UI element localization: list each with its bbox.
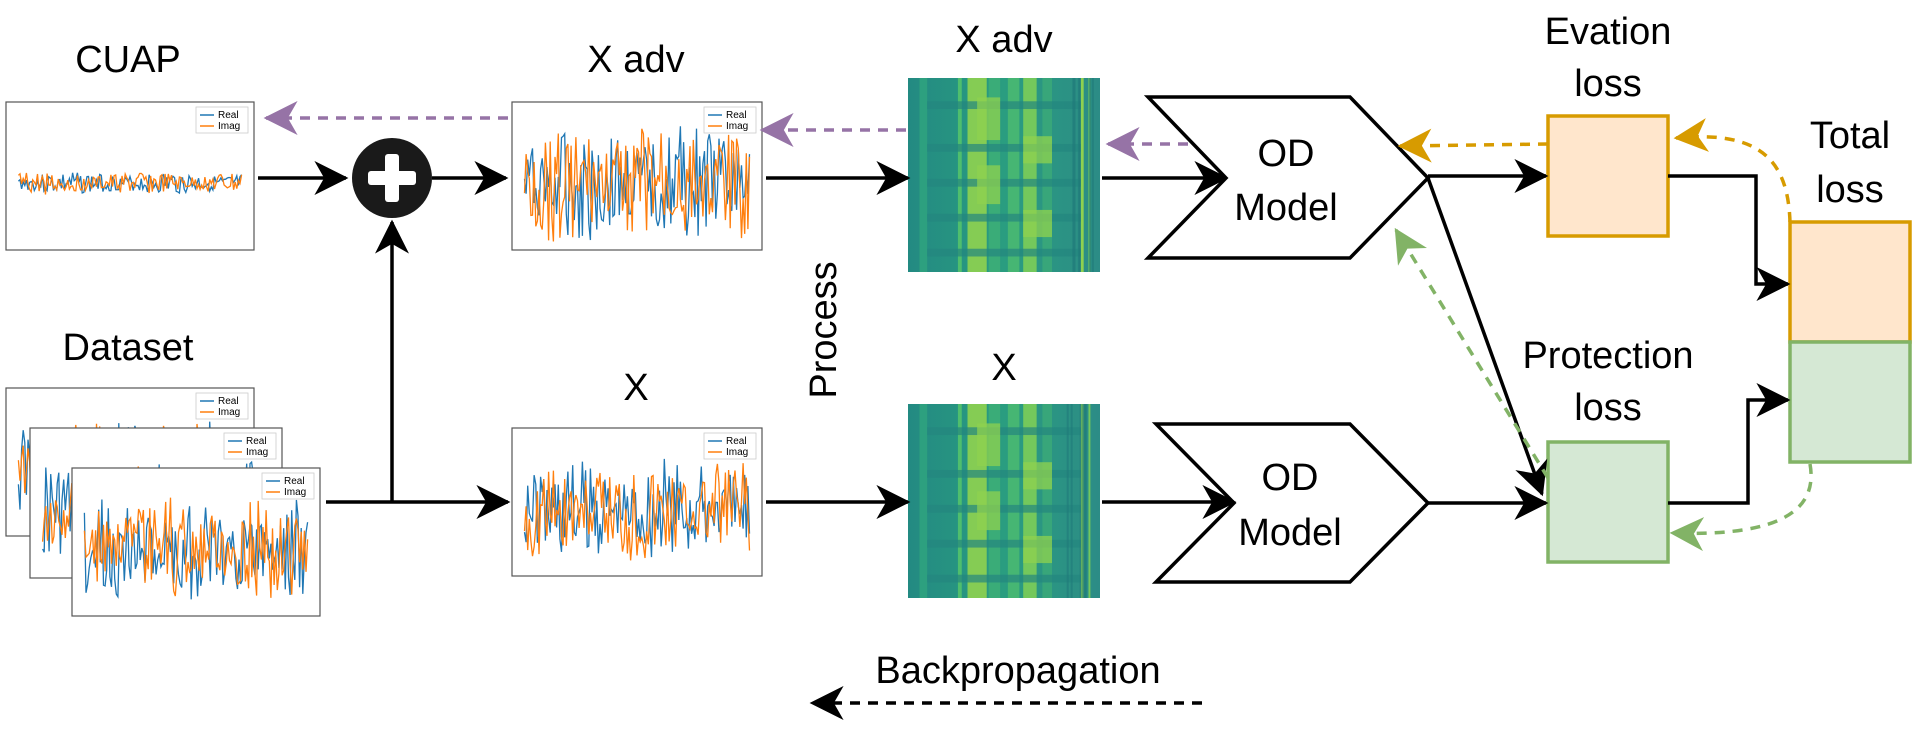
legend-real-label: Real (726, 110, 747, 121)
backprop-evasion-to-od (1397, 128, 1549, 163)
x-signal-label: X (623, 367, 648, 409)
legend-real-label: Real (246, 436, 267, 447)
legend-real-label: Real (218, 396, 239, 407)
total-loss-protection-part (1788, 340, 1912, 464)
x-adv-image-label: X adv (955, 19, 1052, 61)
od-model-bottom: OD Model (1151, 422, 1431, 584)
imag-series-line (523, 463, 751, 561)
evasion-loss-line2: loss (1574, 63, 1642, 105)
imag-series-line (83, 497, 309, 598)
backprop-total-to-protection (1669, 463, 1813, 552)
total-loss-line2: loss (1816, 169, 1884, 211)
arrow-od-top-to-protection (1426, 177, 1548, 497)
od-model-top-line2: Model (1234, 187, 1338, 229)
protection-loss-line1: Protection (1522, 335, 1693, 377)
od-model-top-line1: OD (1258, 133, 1315, 175)
od-model-bottom-line1: OD (1262, 457, 1319, 499)
x-adv-signal-label: X adv (587, 39, 684, 81)
od-model-bottom-line2: Model (1238, 512, 1342, 554)
total-loss-line1: Total (1810, 115, 1890, 157)
total-loss-evasion-part (1788, 220, 1912, 344)
protection-loss-line2: loss (1574, 387, 1642, 429)
legend-imag-label: Imag (726, 447, 748, 458)
legend-imag-label: Imag (246, 447, 268, 458)
evasion-loss-line1: Evation (1545, 11, 1672, 53)
real-series-line (83, 499, 309, 600)
evasion-loss-box (1546, 114, 1670, 238)
process-label: Process (803, 261, 845, 398)
imag-series-line (523, 128, 751, 242)
legend-imag-label: Imag (726, 121, 748, 132)
legend-real-label: Real (726, 436, 747, 447)
cuap-label: CUAP (75, 39, 181, 81)
arrow-protection-to-total (1668, 383, 1791, 505)
dataset-label: Dataset (63, 327, 194, 369)
legend-backprop-label: Backpropagation (875, 650, 1160, 692)
backprop-protection-to-od (1394, 227, 1550, 479)
plus-circle-icon (352, 138, 432, 218)
imag-series-line (17, 171, 243, 195)
real-series-line (523, 458, 751, 558)
legend-imag-label: Imag (218, 121, 240, 132)
backprop-arrows (263, 101, 1813, 720)
forward-arrows (258, 159, 1791, 520)
legend-real-label: Real (218, 110, 239, 121)
arrow-evasion-to-total (1668, 174, 1791, 301)
x-image-label: X (991, 347, 1016, 389)
x-heatmap (908, 404, 1100, 598)
backprop-total-to-evasion (1673, 118, 1792, 223)
x-adv-heatmap (908, 78, 1100, 272)
protection-loss-box (1546, 440, 1670, 564)
legend-imag-label: Imag (218, 407, 240, 418)
legend-imag-label: Imag (284, 487, 306, 498)
legend-real-label: Real (284, 476, 305, 487)
